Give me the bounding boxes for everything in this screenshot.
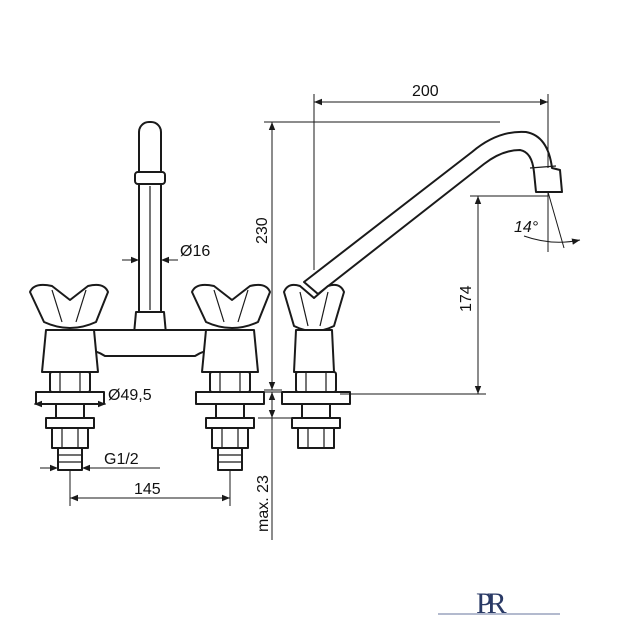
dim-thread: G1/2	[104, 451, 139, 468]
dim-riser-diameter: Ø16	[180, 243, 210, 260]
logo-text: PR	[476, 587, 507, 620]
riser-pipe	[133, 121, 167, 335]
side-handle	[283, 283, 345, 332]
side-mounting-connector	[281, 371, 351, 449]
dim-max-deck-thickness: max. 23	[255, 475, 272, 532]
swivel-spout	[303, 130, 563, 295]
dim-flange-diameter: Ø49,5	[108, 387, 152, 404]
bridge-body	[41, 329, 259, 373]
dim-overall-height: 230	[254, 217, 271, 244]
dim-spout-reach: 200	[412, 83, 439, 100]
dim-center-distance: 145	[134, 481, 161, 498]
left-mounting-connector	[35, 371, 105, 471]
right-mounting-connector	[195, 371, 265, 471]
brand-logo: PR	[438, 587, 560, 620]
side-view-mixer	[281, 130, 563, 449]
front-view-bridge-mixer	[29, 121, 271, 471]
dim-spout-angle: 14°	[514, 219, 539, 236]
right-handle	[191, 283, 271, 329]
side-body	[293, 329, 335, 373]
dimension-lines	[34, 94, 581, 540]
dim-spout-outlet-height: 174	[458, 285, 475, 312]
left-handle	[29, 283, 109, 329]
